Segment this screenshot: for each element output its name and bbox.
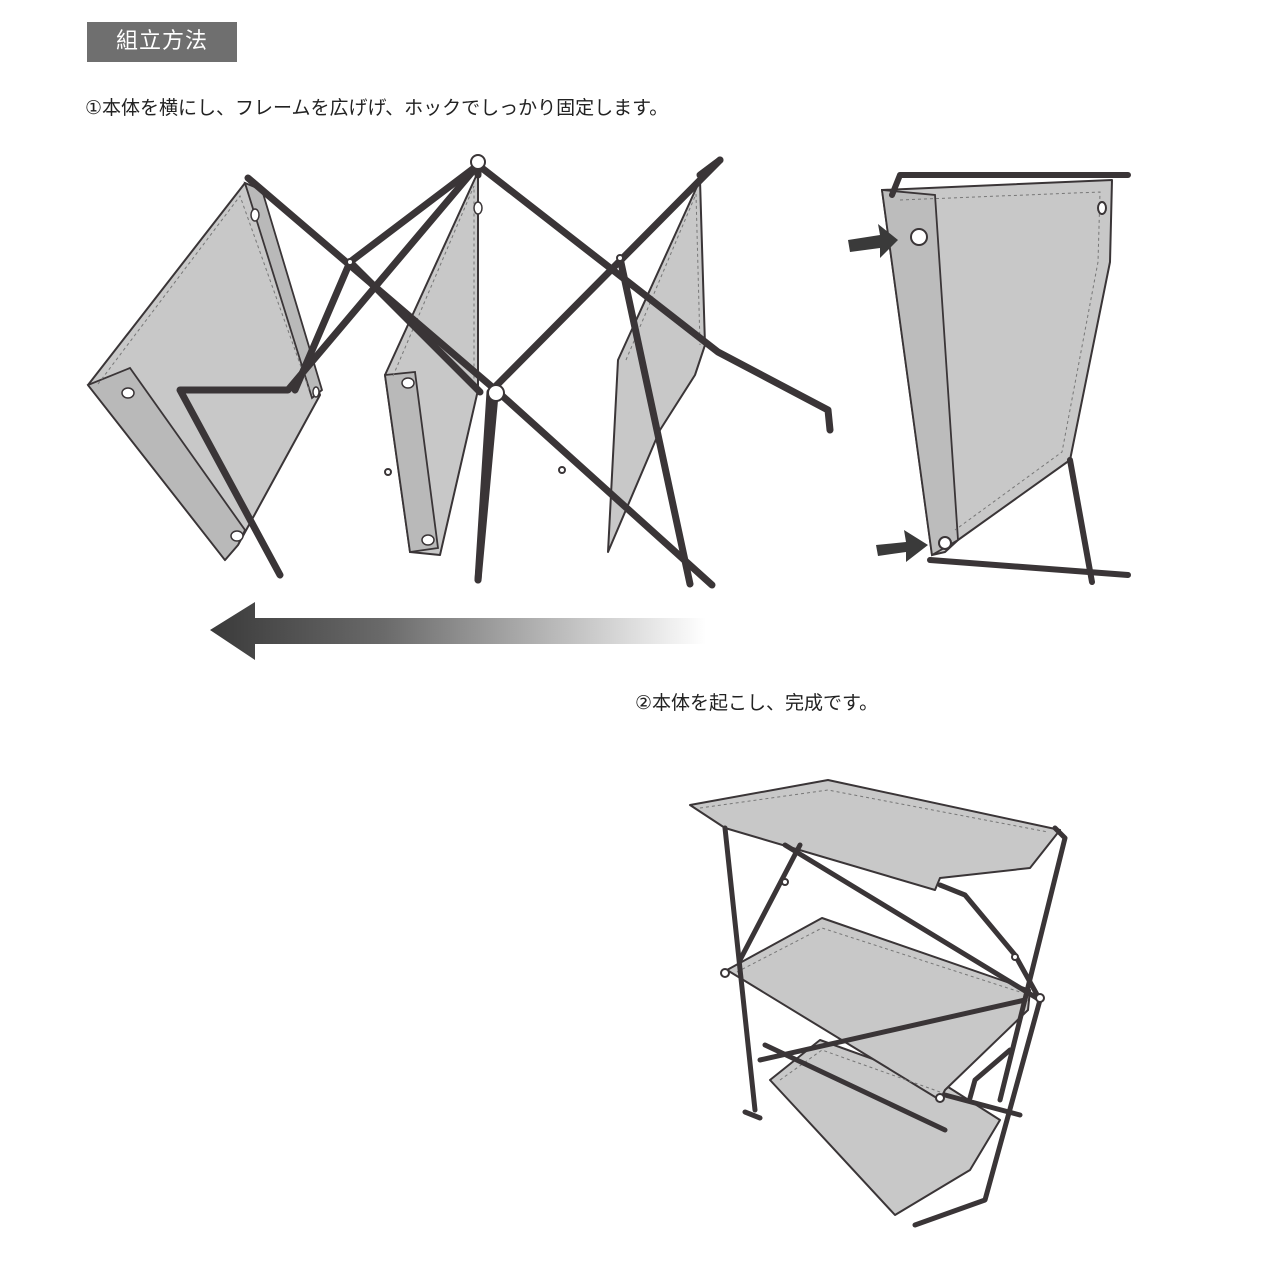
frame-bar bbox=[927, 557, 1131, 578]
pivot bbox=[1011, 953, 1019, 961]
shelf-bottom bbox=[769, 1039, 1001, 1216]
frame-bar bbox=[889, 172, 1131, 198]
cloth-panel-right bbox=[607, 179, 706, 553]
pivot bbox=[384, 468, 392, 476]
frame-bar bbox=[742, 1109, 763, 1121]
frame-bar bbox=[176, 161, 482, 579]
section-title: 組立方法 bbox=[87, 22, 237, 62]
grommet bbox=[121, 387, 135, 399]
step-2-instruction: ②本体を起こし、完成です。 bbox=[635, 692, 879, 714]
grommet bbox=[1097, 201, 1107, 215]
pivot bbox=[616, 254, 624, 262]
pointer-arrow-icon bbox=[848, 224, 898, 258]
snap-detail-illustration bbox=[848, 172, 1131, 585]
pivot bbox=[558, 466, 566, 474]
pivot bbox=[935, 1093, 945, 1103]
grommet bbox=[938, 536, 952, 550]
completed-rack-illustration bbox=[689, 779, 1068, 1228]
pivot bbox=[1035, 993, 1045, 1003]
frame-bar bbox=[474, 161, 834, 434]
frame-bar bbox=[696, 156, 724, 179]
frame-bar bbox=[737, 842, 803, 963]
pointer-arrow-icon bbox=[876, 530, 928, 562]
frame-bar bbox=[762, 1042, 948, 1133]
shelf-top bbox=[689, 779, 1061, 891]
frame-bar bbox=[474, 391, 499, 584]
frame-bar bbox=[782, 842, 1043, 1003]
frame-bar bbox=[997, 825, 1068, 1103]
direction-arrow-icon bbox=[210, 602, 706, 660]
grommet bbox=[250, 208, 260, 222]
frame-bar bbox=[1067, 457, 1095, 585]
frame-bar bbox=[346, 258, 484, 396]
frame-bar bbox=[912, 882, 1043, 1228]
grommet bbox=[230, 530, 244, 542]
pivot bbox=[346, 258, 354, 266]
frame-bar bbox=[757, 997, 1028, 1063]
grommet bbox=[312, 386, 320, 398]
grommet bbox=[401, 377, 415, 389]
grommet bbox=[473, 201, 483, 215]
pivot bbox=[470, 154, 486, 170]
frame-bar bbox=[942, 1092, 1023, 1118]
pivot bbox=[487, 384, 505, 402]
grommet bbox=[421, 534, 435, 546]
frame-bar bbox=[722, 825, 758, 1113]
frame-bar bbox=[967, 1047, 1013, 1101]
folded-rack-illustration bbox=[86, 154, 834, 589]
grommet bbox=[910, 228, 928, 246]
frame-bar bbox=[616, 254, 694, 588]
pivot bbox=[781, 878, 789, 886]
pivot bbox=[720, 968, 730, 978]
step-1-instruction: ①本体を横にし、フレームを広げげ、ホックでしっかり固定します。 bbox=[85, 97, 669, 119]
